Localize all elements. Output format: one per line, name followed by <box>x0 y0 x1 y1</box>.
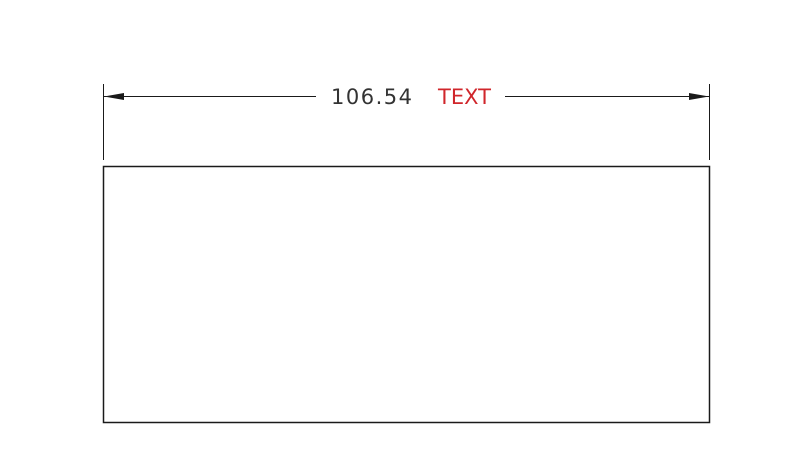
part-rectangle[interactable] <box>102 165 711 424</box>
arrowhead-right-icon <box>689 93 709 100</box>
dimension-value[interactable]: 106.54 <box>329 84 416 110</box>
dimension-suffix-text[interactable]: TEXT <box>436 84 493 110</box>
arrowhead-left-icon <box>104 93 124 100</box>
